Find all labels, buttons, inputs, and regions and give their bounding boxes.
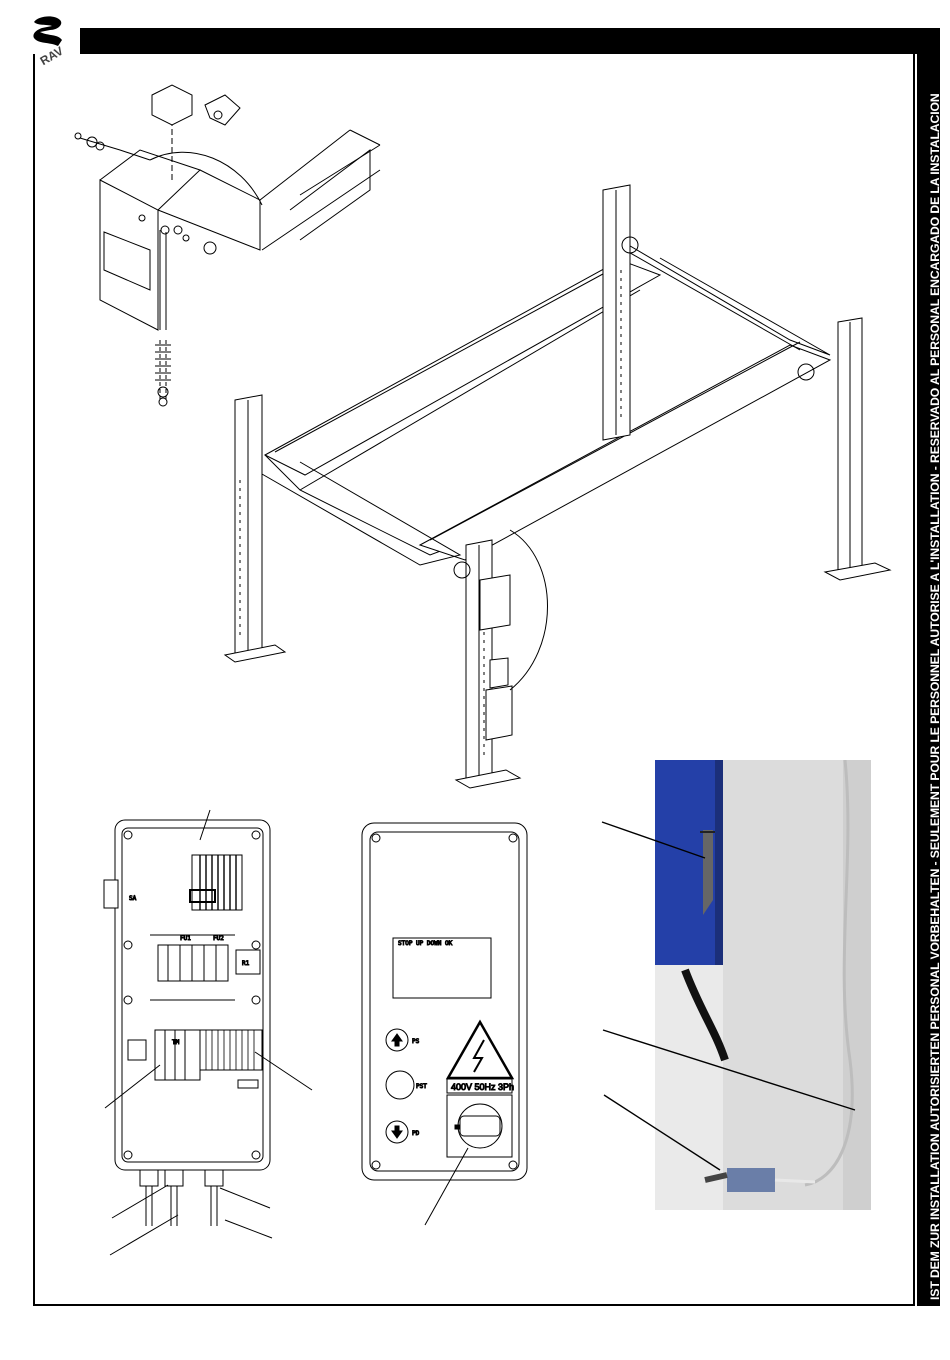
label-fu2: FU2 <box>213 935 224 942</box>
lift-structure <box>225 185 890 788</box>
post-photo <box>655 760 871 1210</box>
display-text: STOP UP DOWN OK <box>398 940 453 947</box>
label-tm: TM <box>172 1039 180 1046</box>
crossbeam-detail <box>75 85 380 406</box>
label-pst: PST <box>416 1083 427 1090</box>
control-panel <box>362 823 527 1225</box>
label-fu1: FU1 <box>180 935 191 942</box>
label-r1: R1 <box>242 960 250 967</box>
label-sa: SA <box>129 895 137 902</box>
rating-label: 400V 50Hz 3Ph <box>451 1082 514 1092</box>
label-ps: PS <box>412 1038 420 1045</box>
electrical-panel <box>104 810 312 1255</box>
label-pd: PD <box>412 1130 420 1137</box>
